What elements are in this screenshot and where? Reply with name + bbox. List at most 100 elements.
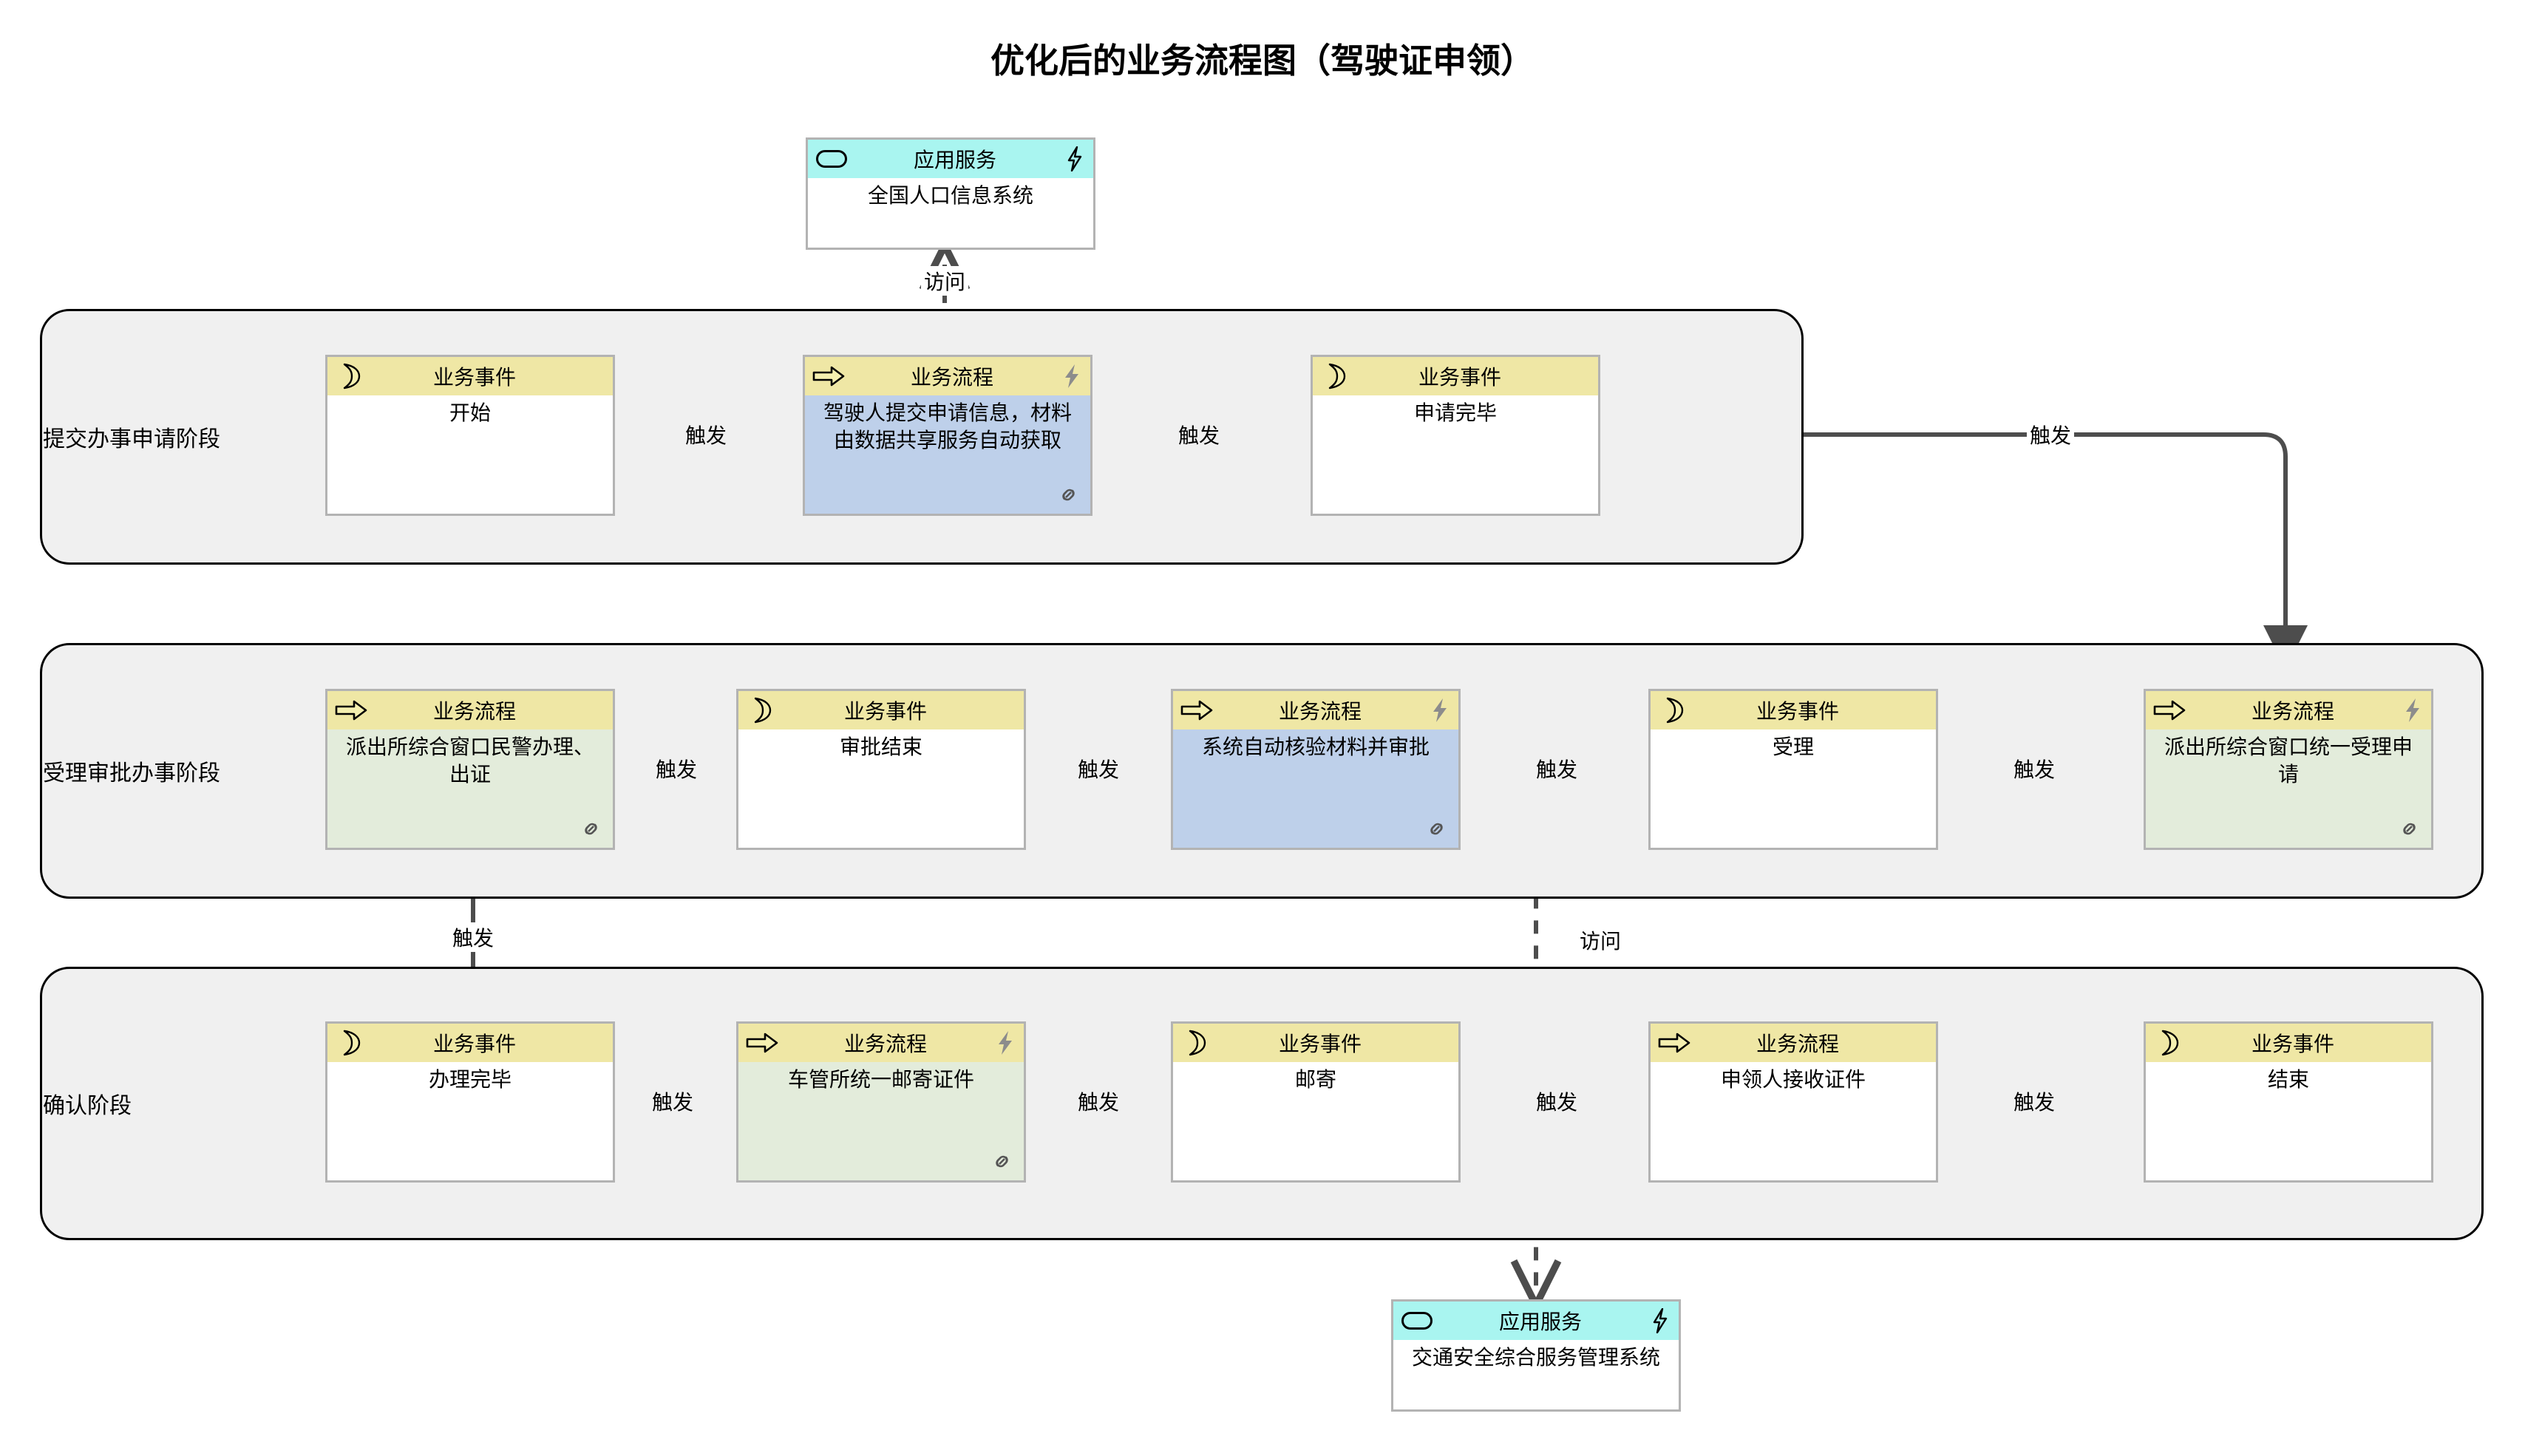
node-type-label: 业务流程 xyxy=(910,365,993,389)
crescent-moon-icon xyxy=(1177,1030,1216,1056)
crescent-moon-icon xyxy=(743,697,781,724)
node-type-label: 业务事件 xyxy=(2251,1032,2334,1056)
lightning-filled-icon xyxy=(2402,697,2424,724)
page-title: 优化后的业务流程图（驾驶证申领） xyxy=(990,41,1535,81)
node-type-label: 业务事件 xyxy=(1278,1032,1362,1056)
right-arrow-icon xyxy=(743,1033,781,1053)
node-body: 系统自动核验材料并审批 xyxy=(1173,729,1458,848)
node-driver-submit-application[interactable]: 业务流程 驾驶人提交申请信息，材料由数据共享服务自动获取 xyxy=(803,355,1092,516)
node-name: 驾驶人提交申请信息，材料由数据共享服务自动获取 xyxy=(823,401,1072,452)
node-body: 办理完毕 xyxy=(327,1062,613,1180)
node-type-label: 业务流程 xyxy=(1756,1032,1839,1056)
node-mail[interactable]: 业务事件 邮寄 xyxy=(1171,1021,1461,1183)
service-node-national-population-system[interactable]: 应用服务 全国人口信息系统 xyxy=(806,137,1095,250)
node-police-station-handle-issue[interactable]: 业务流程 派出所综合窗口民警办理、出证 xyxy=(325,689,615,850)
node-body: 车管所统一邮寄证件 xyxy=(738,1062,1024,1180)
node-applicant-receive-certificate[interactable]: 业务流程 申领人接收证件 xyxy=(1648,1021,1938,1183)
node-body: 派出所综合窗口统一受理申请 xyxy=(2146,729,2431,848)
right-arrow-icon xyxy=(1655,1033,1693,1053)
edge-label-trigger-2: 触发 xyxy=(1175,420,1223,449)
node-name: 开始 xyxy=(449,401,491,425)
node-header: 业务事件 xyxy=(1651,691,1936,729)
node-body: 派出所综合窗口民警办理、出证 xyxy=(327,729,613,848)
link-icon xyxy=(1424,817,1450,842)
right-arrow-icon xyxy=(1177,700,1216,721)
node-type-label: 业务事件 xyxy=(1756,699,1839,724)
node-name: 交通安全综合服务管理系统 xyxy=(1411,1345,1660,1370)
crescent-moon-icon xyxy=(1317,363,1356,389)
node-type-label: 业务流程 xyxy=(1278,699,1362,724)
node-name: 全国人口信息系统 xyxy=(867,183,1033,208)
phase-label-2: 受理审批办事阶段 xyxy=(43,761,220,786)
node-header: 业务事件 xyxy=(738,691,1024,729)
node-header: 业务事件 xyxy=(2146,1024,2431,1062)
node-header: 业务流程 xyxy=(327,691,613,729)
node-accept[interactable]: 业务事件 受理 xyxy=(1648,689,1938,850)
lightning-outline-icon xyxy=(1064,146,1086,172)
node-name: 申请完毕 xyxy=(1413,401,1497,425)
node-end[interactable]: 业务事件 结束 xyxy=(2144,1021,2433,1183)
crescent-moon-icon xyxy=(1655,697,1693,724)
node-name: 邮寄 xyxy=(1294,1067,1336,1092)
lightning-outline-icon xyxy=(1649,1307,1671,1334)
node-header: 业务流程 xyxy=(1651,1024,1936,1062)
node-vehicle-office-mail-certificate[interactable]: 业务流程 车管所统一邮寄证件 xyxy=(736,1021,1026,1183)
edge-label-trigger-1: 触发 xyxy=(682,420,730,449)
node-name: 派出所综合窗口民警办理、出证 xyxy=(345,735,594,786)
link-icon xyxy=(2397,817,2422,842)
lightning-filled-icon xyxy=(994,1030,1016,1056)
node-type-label: 业务流程 xyxy=(2251,699,2334,724)
edge-label-trigger-7: 触发 xyxy=(652,754,701,783)
edge-label-trigger-9: 触发 xyxy=(648,1086,697,1116)
crescent-moon-icon xyxy=(332,1030,370,1056)
node-start[interactable]: 业务事件 开始 xyxy=(325,355,615,516)
node-type-label: 应用服务 xyxy=(913,148,996,172)
node-type-label: 业务流程 xyxy=(432,699,516,724)
node-name: 结束 xyxy=(2267,1067,2309,1092)
node-type-label: 应用服务 xyxy=(1498,1310,1582,1334)
node-body: 交通安全综合服务管理系统 xyxy=(1393,1340,1679,1409)
node-approval-finished[interactable]: 业务事件 审批结束 xyxy=(736,689,1026,850)
edge-label-trigger-10: 触发 xyxy=(1074,1086,1123,1116)
edge-label-trigger-8: 触发 xyxy=(449,922,497,952)
node-type-label: 业务流程 xyxy=(843,1032,927,1056)
node-handling-complete[interactable]: 业务事件 办理完毕 xyxy=(325,1021,615,1183)
node-name: 受理 xyxy=(1772,735,1814,759)
node-header: 业务流程 xyxy=(805,357,1090,395)
node-body: 开始 xyxy=(327,395,613,514)
edge-label-trigger-11: 触发 xyxy=(1532,1086,1581,1116)
node-header: 业务事件 xyxy=(327,357,613,395)
link-icon xyxy=(579,817,604,842)
node-header: 业务事件 xyxy=(1173,1024,1458,1062)
node-body: 申领人接收证件 xyxy=(1651,1062,1936,1180)
service-node-traffic-safety-system[interactable]: 应用服务 交通安全综合服务管理系统 xyxy=(1391,1299,1681,1412)
edge-label-trigger-3: 触发 xyxy=(2026,420,2075,449)
lightning-filled-icon xyxy=(1429,697,1451,724)
right-arrow-icon xyxy=(332,700,370,721)
crescent-moon-icon xyxy=(2150,1030,2189,1056)
node-name: 系统自动核验材料并审批 xyxy=(1201,735,1430,759)
link-icon xyxy=(990,1149,1015,1174)
node-name: 申领人接收证件 xyxy=(1720,1067,1866,1092)
node-body: 结束 xyxy=(2146,1062,2431,1180)
node-name: 办理完毕 xyxy=(428,1067,512,1092)
rounded-rectangle-icon xyxy=(812,150,851,168)
lightning-filled-icon xyxy=(1061,363,1083,389)
edge-label-trigger-12: 触发 xyxy=(2010,1086,2059,1116)
node-header: 业务流程 xyxy=(1173,691,1458,729)
edge-label-trigger-6: 触发 xyxy=(1074,754,1123,783)
node-body: 审批结束 xyxy=(738,729,1024,848)
edge-label-trigger-4: 触发 xyxy=(2010,754,2059,783)
node-system-auto-verify-approve[interactable]: 业务流程 系统自动核验材料并审批 xyxy=(1171,689,1461,850)
node-application-complete[interactable]: 业务事件 申请完毕 xyxy=(1311,355,1600,516)
node-header: 应用服务 xyxy=(1393,1302,1679,1340)
node-header: 业务流程 xyxy=(738,1024,1024,1062)
crescent-moon-icon xyxy=(332,363,370,389)
edge-label-access-1: 访问 xyxy=(920,266,969,296)
node-police-station-unified-accept[interactable]: 业务流程 派出所综合窗口统一受理申请 xyxy=(2144,689,2433,850)
node-body: 驾驶人提交申请信息，材料由数据共享服务自动获取 xyxy=(805,395,1090,514)
rounded-rectangle-icon xyxy=(1398,1312,1436,1330)
link-icon xyxy=(1056,483,1081,508)
node-type-label: 业务事件 xyxy=(1418,365,1501,389)
